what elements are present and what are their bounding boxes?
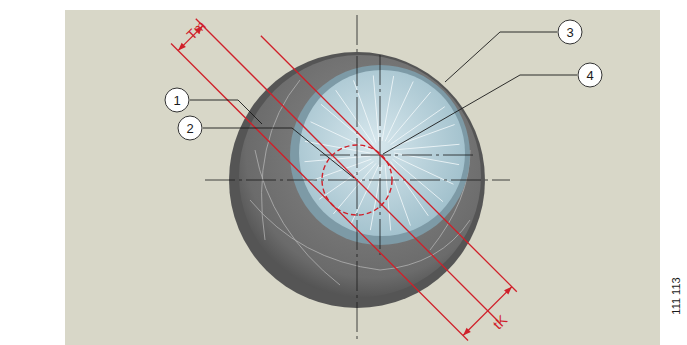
radial-spokes: [304, 75, 459, 230]
callout-number: 2: [186, 122, 193, 135]
dimension-lines: [171, 19, 517, 341]
center-lines: [205, 15, 510, 340]
callout-number: 1: [173, 94, 180, 107]
panel-ground: [65, 10, 660, 345]
inner-disc: [299, 70, 465, 236]
callout-number: 4: [586, 69, 593, 82]
figure-number: 111 113: [671, 277, 682, 314]
callout-number: 3: [566, 26, 573, 39]
leader-lines: [190, 32, 577, 178]
callout-circles: [165, 20, 602, 140]
outer-body: [239, 55, 481, 297]
